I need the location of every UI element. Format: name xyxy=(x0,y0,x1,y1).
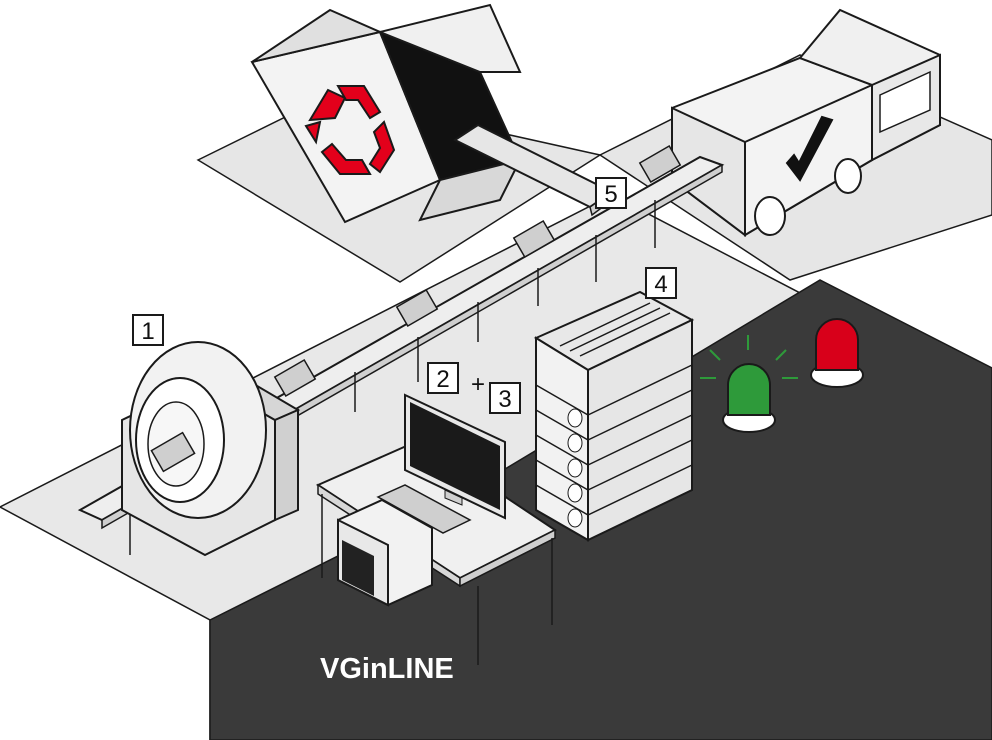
red-signal-lamp xyxy=(810,318,864,388)
svg-text:1: 1 xyxy=(141,318,154,345)
svg-text:5: 5 xyxy=(604,181,617,208)
label-step-2: 2 xyxy=(427,362,459,394)
label-step-5: 5 xyxy=(595,177,627,209)
checkmark-icon xyxy=(785,115,834,182)
plus-sign: + xyxy=(471,371,485,398)
server-rack xyxy=(533,290,695,542)
green-signal-lamp xyxy=(700,335,798,433)
reject-box xyxy=(250,3,522,224)
svg-text:2: 2 xyxy=(436,366,449,393)
svg-text:3: 3 xyxy=(498,386,511,413)
part-in-scanner xyxy=(150,431,196,473)
pc-tower xyxy=(337,498,433,607)
label-step-3: 3 xyxy=(489,382,521,414)
recycle-icon xyxy=(304,85,396,175)
svg-text:4: 4 xyxy=(654,271,667,298)
label-step-1: 1 xyxy=(132,314,164,346)
part-on-conveyor xyxy=(273,144,682,398)
brand-label: VGinLINE xyxy=(320,653,454,685)
label-step-4: 4 xyxy=(645,267,677,299)
monitor xyxy=(404,393,506,520)
